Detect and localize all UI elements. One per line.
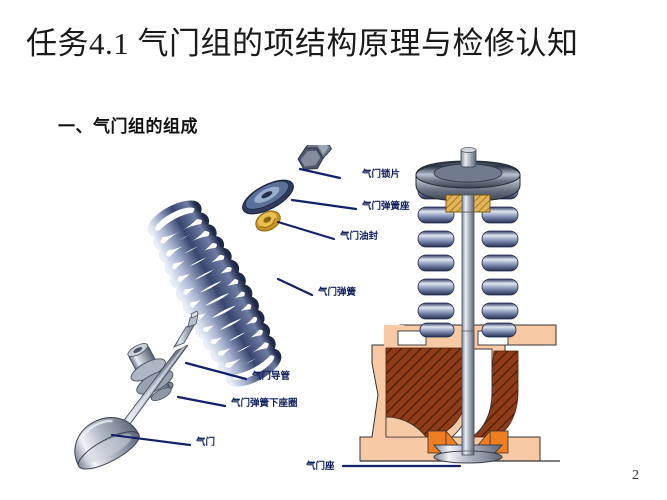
exploded-valve-stem-seal [255, 210, 281, 232]
callout-label-valve-seat: 气门座 [306, 461, 335, 472]
callout-label-spring-retainer: 气门弹簧座 [362, 201, 410, 212]
leader-line-valve [110, 433, 192, 447]
exploded-valve-head [74, 417, 140, 470]
leader-line-valve-stem-seal [276, 220, 336, 241]
callout-leader-lines [110, 167, 462, 468]
section-spring-retainer [415, 160, 521, 202]
leader-line-spring-lower-seat [176, 395, 227, 408]
exploded-valve-keeper [297, 145, 332, 170]
valve-assembly-figure: 气门锁片气门弹簧座气门油封气门弹簧气门导管气门弹簧下座圈气门气门座 [0, 145, 667, 495]
section-heading: 一、气门组的组成 [58, 117, 198, 136]
leader-line-valve-spring [276, 277, 314, 297]
leader-line-spring-retainer [290, 198, 358, 211]
page-title: 任务4.1 气门组的项结构原理与检修认知 [26, 26, 579, 61]
page-number: 2 [632, 468, 639, 483]
exploded-spring-retainer [242, 179, 294, 215]
callout-label-valve: 气门 [196, 437, 216, 448]
callout-label-valve-keeper: 气门锁片 [362, 169, 401, 180]
valve-cross-section [359, 147, 560, 464]
valve-diagram-artwork [74, 145, 560, 470]
valve-exploded-view [74, 145, 332, 470]
leader-line-valve-guide [184, 361, 248, 381]
callout-label-valve-guide: 气门导管 [252, 371, 291, 382]
leader-line-valve-keeper [298, 167, 342, 180]
callout-label-valve-stem-seal: 气门油封 [340, 231, 379, 242]
callout-label-valve-spring: 气门弹簧 [318, 287, 357, 298]
callout-label-spring-lower-seat: 气门弹簧下座圈 [231, 398, 298, 409]
exploded-valve-spring [147, 200, 282, 387]
